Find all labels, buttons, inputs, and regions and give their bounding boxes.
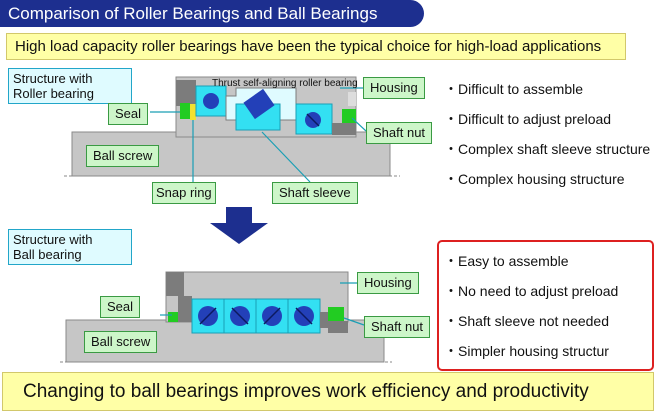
- ball-ball-screw-label: Ball screw: [84, 331, 158, 353]
- roller-ball-screw-label: Ball screw: [86, 145, 160, 167]
- roller-shaft-nut-label: Shaft nut: [366, 122, 433, 144]
- ball-nut-dark: [320, 312, 328, 328]
- roller-section-label: Structure with Roller bearing: [8, 68, 132, 104]
- ball-housing-label: Housing: [357, 272, 419, 294]
- roller-seal-label: Seal: [108, 103, 149, 125]
- ball-section-label: Structure with Ball bearing: [8, 229, 132, 265]
- list-item: ・Difficult to adjust preload: [444, 111, 612, 127]
- ball-section-label-line1: Structure with: [13, 232, 93, 247]
- title-bar: Comparison of Roller Bearings and Ball B…: [0, 0, 424, 27]
- roller-small-ball: [203, 93, 219, 109]
- list-item: ・Complex housing structure: [444, 171, 625, 187]
- roller-drawbacks-list: ・Difficult to assemble ・Difficult to adj…: [444, 74, 650, 194]
- ball-housing-dark-left: [178, 296, 192, 322]
- highlight-box: High load capacity roller bearings have …: [6, 33, 626, 60]
- snap-ring-label: Snap ring: [152, 182, 216, 204]
- list-item: ・Shaft sleeve not needed: [444, 313, 610, 329]
- shaft-sleeve-label: Shaft sleeve: [272, 182, 358, 204]
- benefits-box: [437, 240, 654, 371]
- ball-seal: [168, 312, 178, 322]
- roller-shaft-nut-body: [332, 123, 356, 135]
- ball-benefits-list: ・Easy to assemble ・No need to adjust pre…: [444, 246, 618, 366]
- list-item: ・No need to adjust preload: [444, 283, 619, 299]
- ball-housing-dark-top: [166, 272, 184, 296]
- ball-shaft-nut-body: [328, 321, 348, 333]
- page-title: Comparison of Roller Bearings and Ball B…: [8, 4, 378, 23]
- roller-housing-label: Housing: [363, 77, 425, 99]
- roller-section-label-line2: Roller bearing: [13, 86, 94, 101]
- list-item: ・Easy to assemble: [444, 253, 569, 269]
- roller-section-label-line1: Structure with: [13, 71, 93, 86]
- ball-section-label-line2: Ball bearing: [13, 247, 82, 262]
- roller-thrust-roller: [243, 88, 275, 120]
- highlight-text: High load capacity roller bearings have …: [15, 38, 602, 55]
- conclusion-box: Changing to ball bearings improves work …: [2, 372, 654, 411]
- list-item: ・Complex shaft sleeve structure: [444, 141, 651, 157]
- roller-seal: [180, 103, 190, 119]
- list-item: ・Difficult to assemble: [444, 81, 584, 97]
- roller-housing-dark-left: [176, 80, 196, 106]
- ball-shaft-nut-label: Shaft nut: [364, 316, 431, 338]
- roller-snap-ring: [190, 104, 196, 120]
- thrust-bearing-note: Thrust self-aligning roller bearing: [212, 78, 358, 89]
- ball-seal-label: Seal: [100, 296, 141, 318]
- conclusion-text: Changing to ball bearings improves work …: [23, 381, 589, 402]
- down-arrow: [210, 207, 268, 244]
- roller-right-ball-slash: [306, 113, 320, 127]
- ball-shaft-nut: [328, 307, 344, 321]
- list-item: ・Simpler housing structur: [444, 343, 609, 359]
- roller-housing-right: [348, 92, 356, 106]
- roller-shaft-nut: [342, 109, 356, 123]
